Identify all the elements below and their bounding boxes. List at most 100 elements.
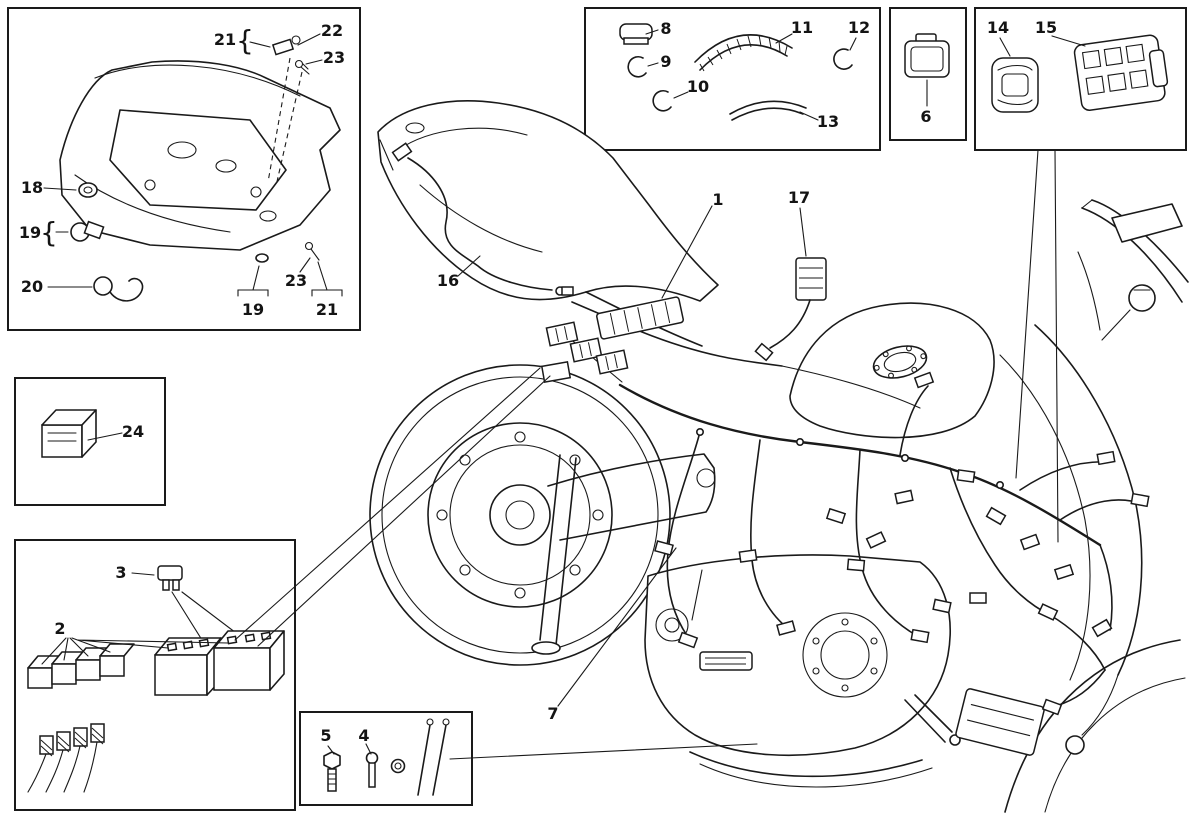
bolt-5-head: [323, 751, 341, 770]
harness-branch: [1019, 460, 1111, 491]
grommet-part-inner: [83, 186, 93, 194]
bracket-leader: [252, 265, 260, 291]
leader-1: [661, 205, 713, 299]
ecu-assembly: [540, 296, 684, 384]
tie-pin: [426, 718, 434, 726]
callout-16: 16: [437, 271, 459, 290]
band-11-hatch: [699, 34, 788, 72]
engine-badge: [699, 651, 753, 671]
relay-block-a: [154, 637, 222, 696]
cable-tie: [900, 453, 909, 462]
tray-hole: [250, 186, 262, 198]
mirror: [1111, 203, 1183, 243]
screw-head-bottom: [304, 241, 314, 251]
sprocket-cover: [655, 608, 689, 642]
group-bracket-21: [311, 289, 343, 297]
inset-clips: [619, 23, 853, 121]
connector-15-socket: [1129, 69, 1149, 89]
callout-19: 19: [19, 223, 41, 242]
connector-15-socket: [1125, 43, 1145, 64]
callout-20: 20: [21, 277, 43, 296]
clip-12: [833, 48, 853, 70]
subframe-rail-lower: [74, 174, 231, 233]
relay-side: [81, 409, 97, 458]
sensor-bolt-head: [291, 35, 301, 45]
relay-detail: [47, 432, 77, 442]
engine: [644, 554, 961, 788]
tray-hole: [215, 159, 237, 173]
grommet-hole: [259, 210, 277, 222]
exhaust-line: [689, 751, 923, 778]
washer-4: [390, 758, 406, 774]
band-11-inner: [699, 44, 788, 71]
front-axle: [1065, 735, 1085, 755]
leader-11: [775, 33, 793, 44]
tie-pin: [442, 718, 450, 726]
inset-tail-frame: [7, 7, 361, 331]
band-11-outer: [694, 34, 793, 63]
leader-3: [131, 572, 155, 576]
brake-disc: [427, 422, 613, 608]
leader-17: [799, 207, 807, 257]
leader-8: [645, 29, 659, 35]
inset-control-module: [904, 33, 950, 78]
harness-16: [391, 142, 574, 296]
leader-2-long: [77, 639, 229, 649]
leader-23: [305, 59, 323, 65]
cable-tie: [995, 480, 1004, 489]
inset-clips-frame: [584, 7, 881, 151]
assembly-dash-leader: [275, 71, 303, 187]
leader-12: [849, 37, 857, 51]
leader-18: [43, 187, 77, 191]
group-bracket-19: [237, 289, 269, 297]
harness-branch: [1099, 544, 1113, 631]
connector-15-socket: [1107, 72, 1127, 92]
bulb-holder-wire: [109, 277, 144, 302]
sensor-part: [271, 38, 295, 56]
callout-17: 17: [788, 188, 810, 207]
brace-19: {: [40, 216, 58, 249]
footpeg-bracket: [904, 694, 953, 743]
callout-13: 13: [817, 112, 839, 131]
subframe-rail: [94, 64, 301, 97]
callout-8: 8: [660, 19, 671, 38]
callout-23-bottom: 23: [285, 271, 307, 290]
ecu-connector: [545, 321, 579, 347]
front-fairing: [955, 199, 1189, 813]
callout-3: 3: [115, 563, 126, 582]
swingarm: [531, 453, 716, 655]
clip-9: [627, 55, 647, 78]
cover-14: [991, 57, 1039, 113]
leader-fasteners-location: [449, 743, 758, 760]
inset-fasteners-frame: [299, 711, 473, 806]
inset-module-frame: [889, 7, 967, 141]
harness-16-end-fitting: [561, 286, 574, 296]
leader-13: [799, 111, 819, 121]
module-body-inner: [910, 46, 944, 72]
grommet-bottom: [255, 253, 269, 263]
ecu-connector: [595, 349, 629, 375]
harness-branch: [1049, 614, 1106, 671]
callout-7: 7: [547, 704, 558, 723]
callout-18: 18: [21, 178, 43, 197]
harness-branch: [949, 467, 1051, 616]
screw-shank-bottom: [310, 248, 320, 261]
clip-10: [652, 89, 672, 112]
callout-21-bottom: 21: [316, 300, 338, 319]
leader-5: [327, 745, 335, 755]
cable-tie: [795, 437, 804, 446]
fuse-3-leaders: [171, 591, 241, 641]
callout-1: 1: [712, 190, 723, 209]
bulb-holder: [93, 276, 113, 296]
connector-15: [1073, 34, 1169, 111]
callout-11: 11: [791, 18, 813, 37]
tail-bodywork: [377, 100, 719, 347]
tray-hole: [167, 141, 197, 159]
fuse-3-blade: [162, 579, 170, 591]
bracket-leader: [317, 261, 328, 291]
motorcycle-drawing: [369, 100, 1189, 813]
callout-12: 12: [848, 18, 870, 37]
bolt-5-thread: [328, 773, 336, 785]
